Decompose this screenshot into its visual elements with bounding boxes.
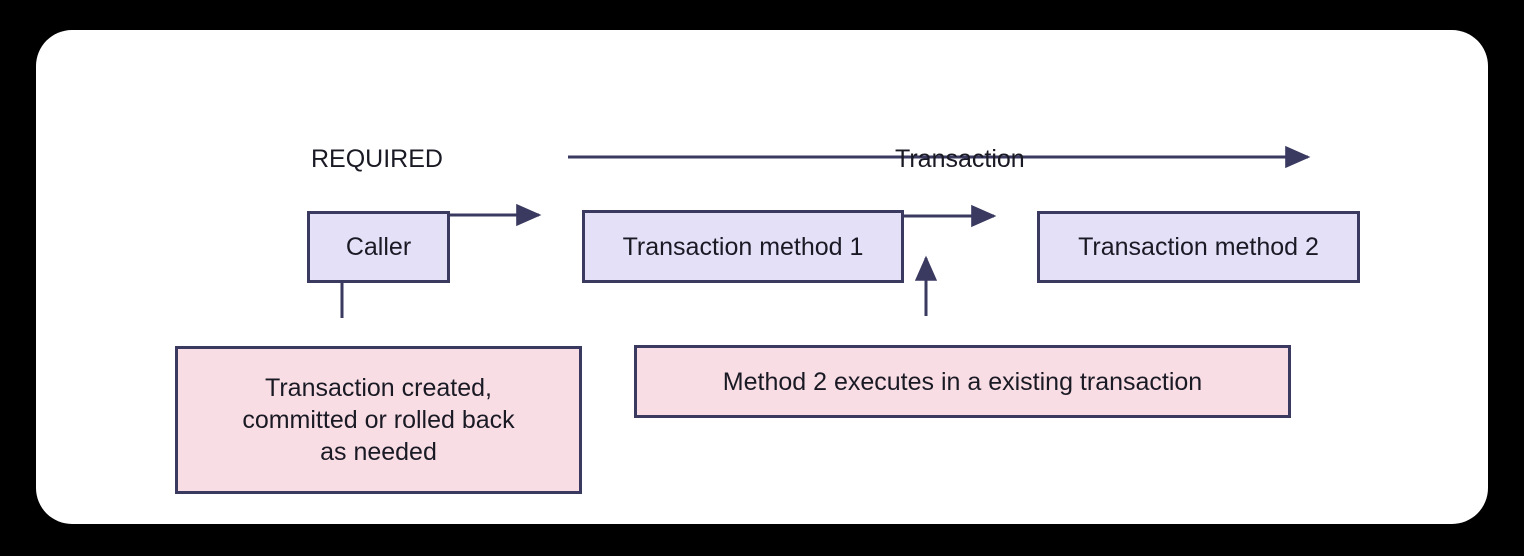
- node-caller-label: Caller: [345, 233, 412, 261]
- note-left-line-3: as needed: [320, 438, 437, 466]
- label-required: REQUIRED: [311, 145, 443, 173]
- node-transaction-method-2[interactable]: Transaction method 2: [1037, 211, 1360, 283]
- label-transaction: Transaction: [895, 145, 1025, 173]
- note-left-line-1: Transaction created,: [265, 374, 492, 402]
- node-transaction-method-2-label: Transaction method 2: [1078, 233, 1319, 261]
- node-transaction-method-1[interactable]: Transaction method 1: [582, 210, 904, 283]
- note-transaction-lifecycle[interactable]: Transaction created, committed or rolled…: [175, 346, 582, 494]
- diagram-card: REQUIRED Transaction Caller Transaction …: [36, 30, 1488, 524]
- note-method2-existing-transaction[interactable]: Method 2 executes in a existing transact…: [634, 345, 1291, 418]
- node-transaction-method-1-label: Transaction method 1: [622, 232, 864, 261]
- note-transaction-lifecycle-text: Transaction created, committed or rolled…: [242, 372, 514, 468]
- node-caller[interactable]: Caller: [307, 211, 450, 283]
- note-method2-existing-transaction-text: Method 2 executes in a existing transact…: [722, 367, 1203, 396]
- note-left-line-2: committed or rolled back: [242, 406, 515, 434]
